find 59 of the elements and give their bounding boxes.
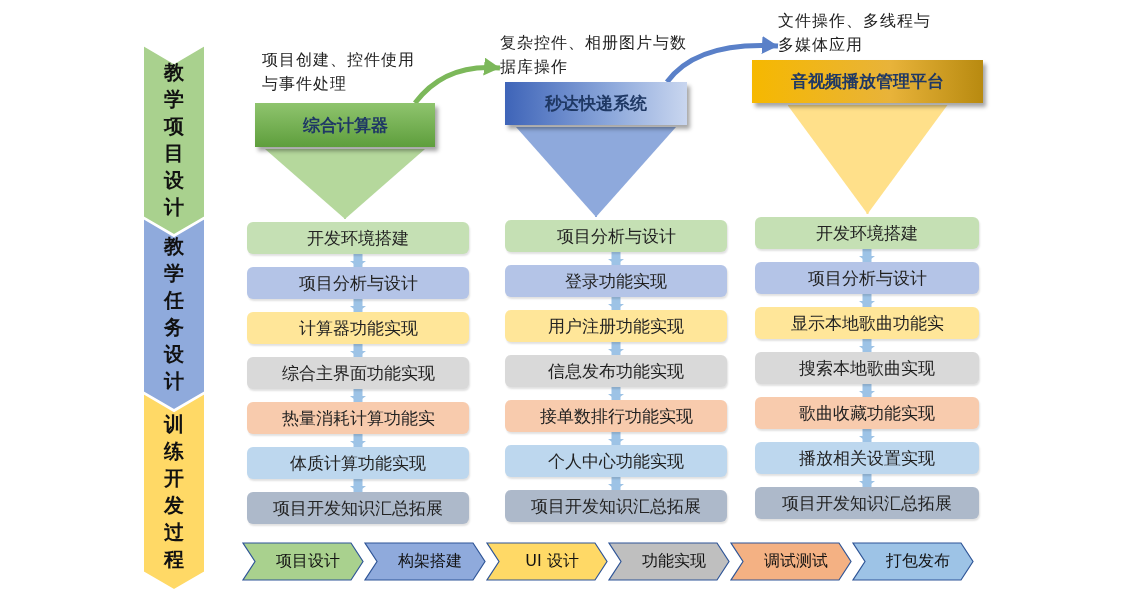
project-box: 秒达快递系统 bbox=[505, 82, 687, 125]
caption-text: 文件操作、多线程与多媒体应用 bbox=[778, 10, 932, 56]
down-arrow bbox=[350, 344, 366, 357]
down-arrow bbox=[859, 474, 875, 487]
stage-band: 教学任务设计 bbox=[143, 218, 205, 410]
task-box: 播放相关设置实现 bbox=[755, 442, 979, 474]
down-arrow bbox=[350, 434, 366, 447]
task-box: 项目分析与设计 bbox=[247, 267, 469, 299]
process-step: 打包发布 bbox=[853, 543, 973, 580]
task-box: 计算器功能实现 bbox=[247, 312, 469, 344]
task-box: 信息发布功能实现 bbox=[505, 355, 727, 387]
project-box: 音视频播放管理平台 bbox=[752, 60, 983, 103]
task-box: 项目分析与设计 bbox=[755, 262, 979, 294]
task-box: 项目分析与设计 bbox=[505, 220, 727, 252]
funnel-arrow bbox=[787, 104, 948, 215]
down-arrow bbox=[608, 432, 624, 445]
down-arrow bbox=[608, 252, 624, 265]
process-step: 项目设计 bbox=[243, 543, 363, 580]
down-arrow bbox=[350, 479, 366, 492]
task-box: 体质计算功能实现 bbox=[247, 447, 469, 479]
task-box: 项目开发知识汇总拓展 bbox=[505, 490, 727, 522]
process-step: 构架搭建 bbox=[365, 543, 485, 580]
task-box: 用户注册功能实现 bbox=[505, 310, 727, 342]
process-step: UI 设计 bbox=[487, 543, 607, 580]
task-box: 搜索本地歌曲实现 bbox=[755, 352, 979, 384]
stage-band: 训练开发过程 bbox=[143, 393, 205, 590]
task-box: 显示本地歌曲功能实 bbox=[755, 307, 979, 339]
down-arrow bbox=[859, 294, 875, 307]
down-arrow bbox=[859, 384, 875, 397]
down-arrow bbox=[859, 429, 875, 442]
caption-text: 复杂控件、相册图片与数据库操作 bbox=[500, 32, 688, 78]
project-box: 综合计算器 bbox=[255, 103, 435, 147]
caption-text: 项目创建、控件使用与事件处理 bbox=[262, 49, 416, 95]
down-arrow bbox=[859, 249, 875, 262]
down-arrow bbox=[608, 342, 624, 355]
funnel-arrow bbox=[265, 148, 425, 220]
task-box: 项目开发知识汇总拓展 bbox=[247, 492, 469, 524]
funnel-arrow bbox=[516, 126, 676, 218]
task-box: 综合主界面功能实现 bbox=[247, 357, 469, 389]
down-arrow bbox=[608, 297, 624, 310]
down-arrow bbox=[608, 387, 624, 400]
stage-band: 教学项目设计 bbox=[143, 45, 205, 235]
down-arrow bbox=[350, 254, 366, 267]
task-box: 接单数排行功能实现 bbox=[505, 400, 727, 432]
task-box: 开发环境搭建 bbox=[247, 222, 469, 254]
task-box: 个人中心功能实现 bbox=[505, 445, 727, 477]
down-arrow bbox=[350, 389, 366, 402]
task-box: 热量消耗计算功能实 bbox=[247, 402, 469, 434]
task-box: 开发环境搭建 bbox=[755, 217, 979, 249]
curved-arrow bbox=[413, 58, 501, 105]
down-arrow bbox=[350, 299, 366, 312]
task-box: 登录功能实现 bbox=[505, 265, 727, 297]
task-box: 歌曲收藏功能实现 bbox=[755, 397, 979, 429]
curved-arrow bbox=[665, 36, 779, 84]
down-arrow bbox=[608, 477, 624, 490]
task-box: 项目开发知识汇总拓展 bbox=[755, 487, 979, 519]
down-arrow bbox=[859, 339, 875, 352]
process-step: 功能实现 bbox=[609, 543, 729, 580]
process-step: 调试测试 bbox=[731, 543, 851, 580]
